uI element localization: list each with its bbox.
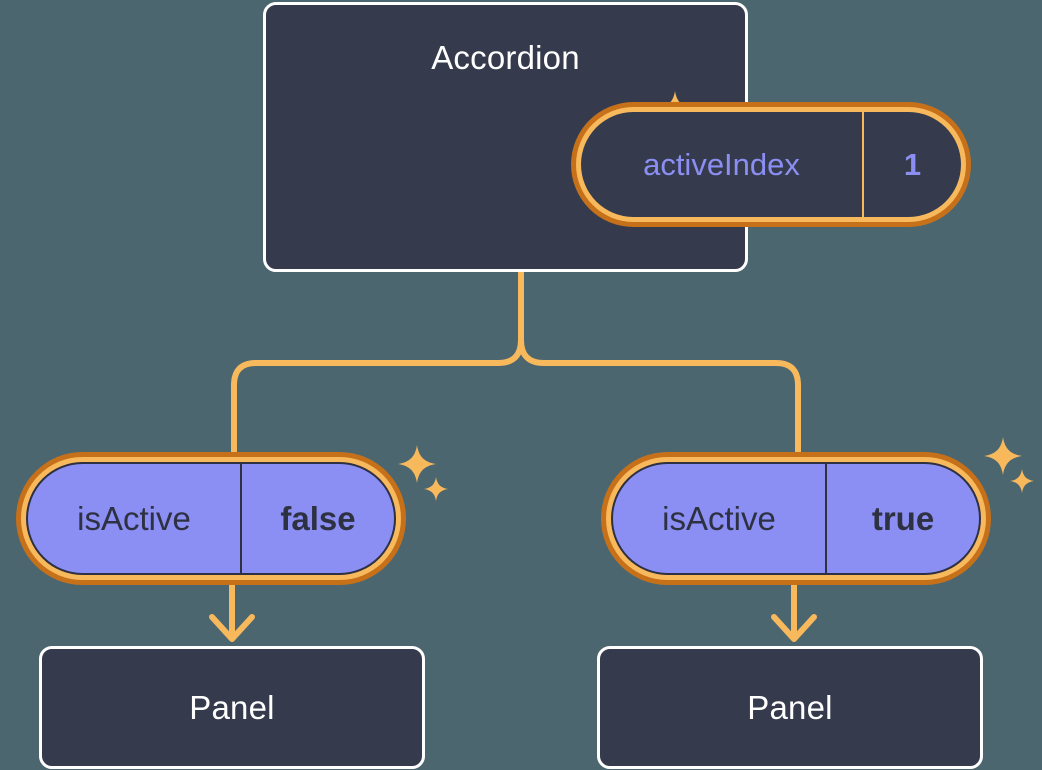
connector-root-split [231, 269, 524, 455]
state-value-label: true [825, 464, 979, 573]
node-panel-title: Panel [189, 688, 275, 726]
state-pill-body: isActive false [26, 462, 396, 575]
state-key-label: isActive [77, 499, 191, 537]
state-pill-body: activeIndex 1 [581, 112, 961, 217]
arrow-head-right-icon [771, 614, 817, 642]
state-pill-body: isActive true [611, 462, 981, 575]
sparkle-large-icon [398, 445, 436, 483]
state-pill-ring: isActive false [21, 457, 401, 580]
state-pill-ring: activeIndex 1 [576, 107, 966, 222]
state-key-label: isActive [662, 499, 776, 537]
sparkle-small-icon [1010, 469, 1034, 493]
state-value-label: false [240, 464, 394, 573]
node-accordion-title: Accordion [431, 39, 580, 76]
sparkle-large-icon [984, 437, 1022, 475]
state-pill-ring: isActive true [606, 457, 986, 580]
state-value-label: 1 [862, 112, 961, 217]
sparkle-small-icon [424, 477, 448, 501]
node-panel-right[interactable]: Panel [597, 646, 983, 769]
node-panel-left[interactable]: Panel [39, 646, 425, 769]
state-pill-isactive-true[interactable]: isActive true [601, 452, 991, 585]
state-pill-isactive-false[interactable]: isActive false [16, 452, 406, 585]
node-accordion[interactable]: Accordion activeIndex 1 [263, 2, 971, 272]
arrow-head-left-icon [209, 614, 255, 642]
node-panel-title: Panel [747, 688, 833, 726]
state-pill-activeindex[interactable]: activeIndex 1 [571, 102, 971, 227]
state-key-label: activeIndex [643, 146, 800, 182]
connector-root-split-right [518, 337, 801, 455]
